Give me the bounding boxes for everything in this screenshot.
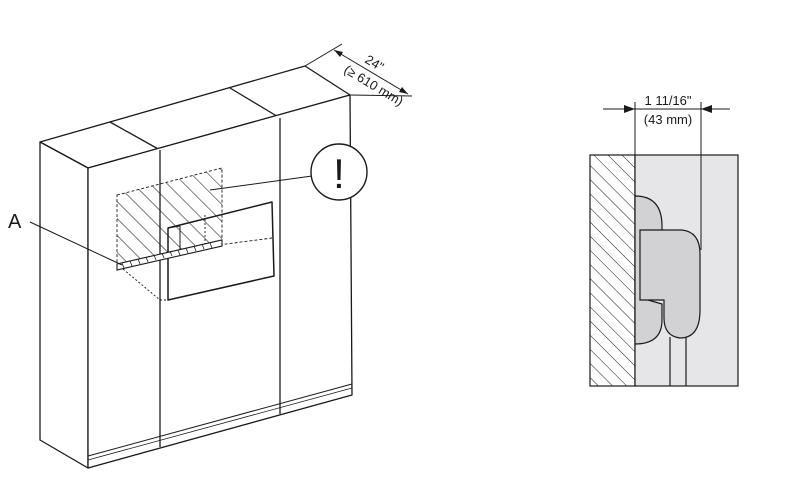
wall-section — [589, 154, 636, 387]
label-a: A — [8, 211, 22, 233]
clearance-dim-metric: (43 mm) — [644, 112, 692, 127]
warning-symbol: ! — [333, 150, 345, 197]
clearance-dimension: 1 11/16" (43 mm) — [603, 93, 730, 250]
warning-callout: ! — [209, 143, 368, 201]
plug-body — [639, 229, 701, 339]
plug-cable — [669, 337, 687, 386]
ventilation-strip — [116, 239, 223, 271]
socket-clearance-detail: 1 11/16" (43 mm) — [589, 93, 739, 387]
label-a-callout: A — [8, 211, 123, 266]
warning-icon — [310, 143, 368, 201]
cabinet-left-side — [39, 141, 89, 469]
clearance-dim-imperial: 1 11/16" — [644, 93, 691, 108]
